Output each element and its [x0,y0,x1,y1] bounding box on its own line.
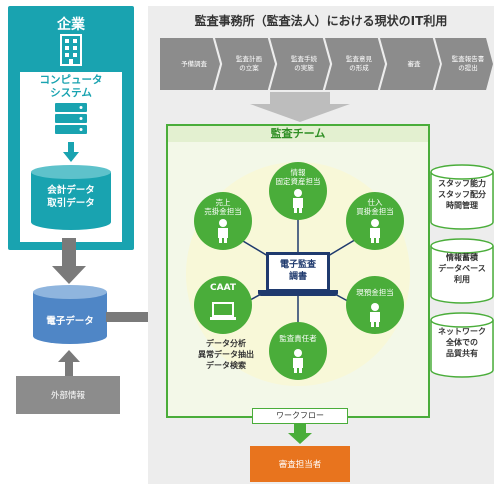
laptop-base-icon [258,290,338,296]
arrow-down-wide-icon [250,92,350,122]
step-text: の実施 [294,64,314,72]
side-db-line: 全体での [446,338,478,347]
step-text: の提出 [458,64,478,72]
side-db-icon [430,312,494,378]
node-label: 買掛金担当 [356,207,394,216]
page-title: 監査事務所（監査法人）における現状のIT利用 [194,14,448,28]
step-text: 審査 [407,59,421,68]
person-icon [218,219,228,243]
caat-desc-line: データ分析 [206,339,246,348]
side-db-line: 利用 [454,275,470,284]
side-db-line: ネットワーク [438,327,486,336]
arrow-down-icon [63,142,79,162]
side-db-line: データベース [438,264,486,273]
person-icon [370,303,380,327]
center-line2: 調書 [288,272,307,282]
computer-label-line2: システム [50,87,92,99]
process-step: 審査 [380,38,440,90]
computer-label-line1: コンピュータ [39,74,103,86]
person-icon [293,189,303,213]
step-text: 監査意見 [346,55,372,63]
audit-team-header [168,126,428,142]
reviewer-label: 審査担当者 [278,460,322,470]
arrow-up-icon [58,350,80,376]
node-sales: 売上売掛金担当 [194,192,252,250]
node-label: 監査責任者 [279,334,317,343]
step-text: 監査手続 [291,55,317,63]
node-manager: 監査責任者 [269,322,327,380]
side-db-line: 品質共有 [446,349,478,358]
process-step: 監査計画の立案 [215,38,275,90]
step-text: 監査報告書 [451,55,485,63]
side-db-line: 時間管理 [446,201,478,210]
node-fixed-assets: 情報固定資産担当 [269,162,327,220]
side-db-2: 情報蓄積データベース利用 [430,238,494,304]
node-label: 売上 [215,198,231,207]
side-db-icon [430,164,494,230]
person-icon [370,219,380,243]
node-label: 情報 [290,168,306,177]
step-text: 監査計画 [236,55,262,63]
workflow-label: ワークフロー [252,408,348,424]
external-info-box: 外部情報 [16,376,120,414]
side-db-line: スタッフ能力 [438,179,486,188]
step-text: 予備調査 [181,59,207,68]
db-label-line1: 会計データ [47,185,95,196]
center-line1: 電子監査 [279,260,316,270]
side-db-line: 情報蓄積 [446,253,478,262]
electronic-workpaper-monitor: 電子監査 調書 [266,252,330,292]
node-label: 仕入 [367,198,383,207]
side-db-3: ネットワーク全体での品質共有 [430,312,494,378]
caat-description: データ分析 異常データ抽出 データ検索 [188,338,264,371]
server-icon [55,103,87,134]
caat-desc-line: 異常データ抽出 [198,350,254,359]
computer-system-label: コンピュータ システム [20,74,122,100]
reviewer-box: 審査担当者 [250,446,350,482]
electronic-data-label: 電子データ [46,316,94,327]
accounting-db-label: 会計データ 取引データ [30,184,112,210]
node-label: 売掛金担当 [204,207,242,216]
process-step: 監査手続の実施 [270,38,330,90]
process-step: 監査意見の形成 [325,38,385,90]
node-label: 固定資産担当 [275,177,321,186]
step-text: の形成 [349,64,369,72]
node-label: CAAT [210,283,236,293]
node-caat: CAAT [194,276,252,334]
process-step: 監査報告書の提出 [435,38,493,90]
building-icon [60,34,82,66]
side-db-icon [430,238,494,304]
accounting-db-icon [31,165,111,230]
caat-desc-line: データ検索 [206,361,246,370]
electronic-data-db-icon [33,285,107,344]
arrow-down-large-icon [52,238,86,284]
node-cash: 現預金担当 [346,276,404,334]
person-icon [293,349,303,373]
arrow-down-green-icon [288,424,312,444]
step-text: の立案 [239,64,259,72]
side-db-line: スタッフ配分 [438,190,486,199]
process-step: 予備調査 [160,38,220,90]
node-purchasing: 仕入買掛金担当 [346,192,404,250]
company-title: 企業 [57,17,85,33]
node-label: 現預金担当 [356,288,394,297]
audit-team-title: 監査チーム [270,127,326,140]
laptop-icon [210,302,236,320]
db-label-line2: 取引データ [47,198,95,209]
side-db-1: スタッフ能力スタッフ配分時間管理 [430,164,494,230]
